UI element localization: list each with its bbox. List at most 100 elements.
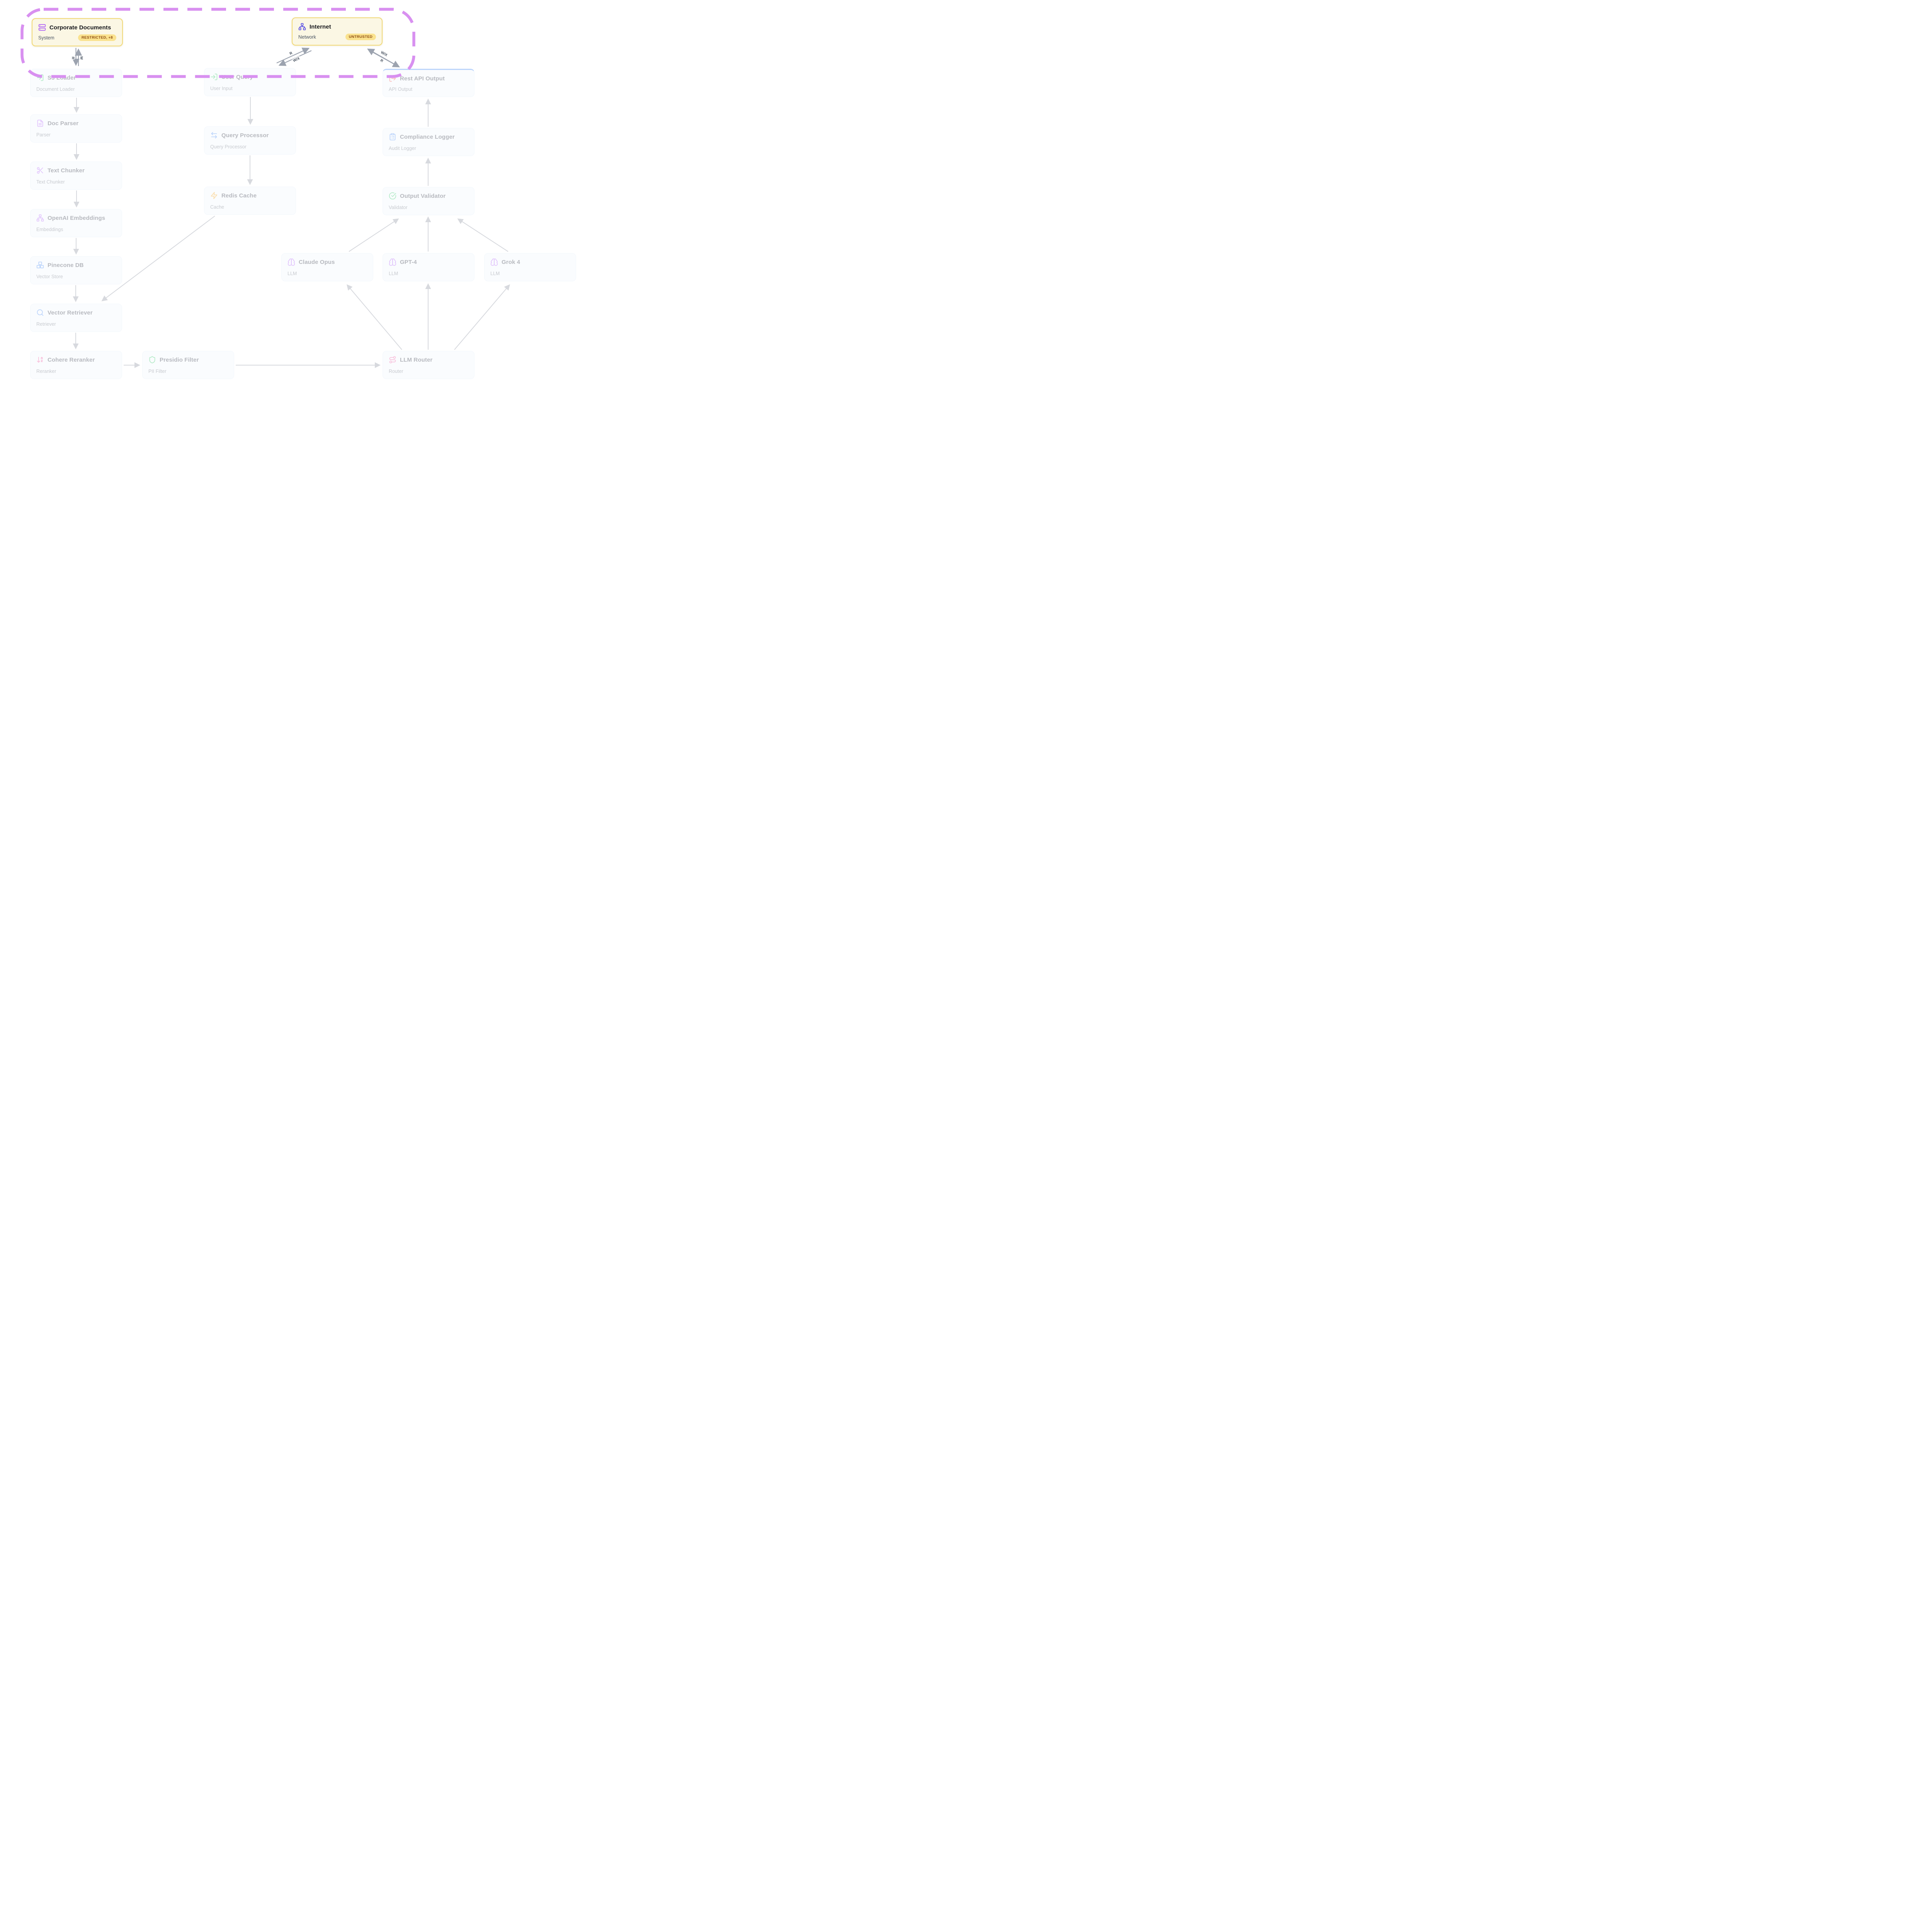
edge-internet-user-wx	[278, 50, 312, 66]
node-user-query[interactable]: User Query User Input	[204, 68, 296, 96]
node-doc-parser[interactable]: Doc Parser Parser	[30, 114, 122, 143]
node-subtitle: Audit Logger	[389, 146, 416, 151]
clipboard-icon	[389, 133, 396, 141]
node-title: Cohere Reranker	[48, 356, 95, 363]
node-subtitle: Document Loader	[36, 87, 75, 92]
brain-icon	[389, 258, 396, 266]
node-subtitle: Parser	[36, 132, 51, 138]
restricted-badge: RESTRICTED, +8	[78, 34, 116, 41]
edge-grok4-to-validator	[457, 218, 509, 252]
edge-label-read: R	[71, 57, 75, 60]
edge-label-write: W	[79, 56, 83, 60]
node-grok-4[interactable]: Grok 4 LLM	[484, 253, 576, 281]
node-subtitle: Cache	[210, 204, 224, 210]
node-cohere-reranker[interactable]: Cohere Reranker Reranker	[30, 351, 122, 379]
boxes-icon	[36, 261, 44, 269]
node-subtitle: PII Filter	[148, 369, 167, 374]
server-icon	[38, 24, 46, 31]
node-subtitle: Validator	[389, 205, 408, 210]
shield-icon	[148, 356, 156, 364]
node-rest-api-output[interactable]: Rest API Output API Output	[383, 69, 474, 97]
search-icon	[36, 309, 44, 316]
sort-descending-icon	[36, 356, 44, 364]
node-title: Presidio Filter	[160, 356, 199, 363]
edge-router-to-claude	[347, 284, 402, 350]
node-title: Query Processor	[221, 132, 269, 139]
route-icon	[389, 356, 396, 364]
node-compliance-logger[interactable]: Compliance Logger Audit Logger	[383, 128, 474, 156]
node-title: Grok 4	[502, 259, 520, 265]
swap-arrows-icon	[210, 131, 218, 139]
scissors-icon	[36, 167, 44, 174]
node-gpt-4[interactable]: GPT-4 LLM	[383, 253, 474, 281]
dimmed-edges	[73, 97, 510, 368]
node-title: Claude Opus	[299, 259, 335, 265]
node-pinecone-db[interactable]: Pinecone DB Vector Store	[30, 256, 122, 284]
edge-internet-user-read	[276, 48, 310, 64]
edge-label-read: R	[379, 58, 384, 63]
node-subtitle: LLM	[389, 271, 398, 276]
import-icon	[210, 73, 218, 81]
node-s3-loader[interactable]: S3 Loader Document Loader	[30, 69, 122, 97]
highlighted-edges: R W R W/X W/X R	[70, 48, 400, 68]
brain-icon	[287, 258, 295, 266]
edge-label-write-exec: W/X	[293, 56, 301, 63]
node-title: Compliance Logger	[400, 133, 455, 140]
node-title: Pinecone DB	[48, 262, 84, 269]
node-vector-retriever[interactable]: Vector Retriever Retriever	[30, 304, 122, 332]
node-subtitle: User Input	[210, 86, 233, 91]
check-circle-icon	[389, 192, 396, 200]
network-icon	[36, 214, 44, 222]
node-title: Redis Cache	[221, 192, 257, 199]
node-title: S3 Loader	[48, 74, 76, 81]
node-subtitle: Text Chunker	[36, 179, 65, 185]
node-subtitle: LLM	[490, 271, 500, 276]
node-title: LLM Router	[400, 356, 433, 363]
node-subtitle: Reranker	[36, 369, 56, 374]
node-claude-opus[interactable]: Claude Opus LLM	[281, 253, 373, 281]
node-redis-cache[interactable]: Redis Cache Cache	[204, 187, 296, 215]
node-subtitle: LLM	[287, 271, 297, 276]
edge-router-to-grok4	[454, 284, 510, 350]
node-title: Rest API Output	[400, 75, 445, 82]
export-icon	[389, 75, 396, 82]
edge-claude-to-validator	[349, 218, 399, 252]
node-subtitle: System	[38, 35, 54, 41]
node-subtitle: Embeddings	[36, 227, 63, 232]
node-title: OpenAI Embeddings	[48, 214, 105, 221]
node-output-validator[interactable]: Output Validator Validator	[383, 187, 474, 215]
node-subtitle: Vector Store	[36, 274, 63, 279]
edge-label-write-exec: W/X	[380, 50, 388, 58]
node-title: User Query	[221, 73, 253, 80]
node-title: Corporate Documents	[49, 24, 111, 31]
edge-label-read: R	[289, 51, 293, 56]
node-internet[interactable]: Internet Network UNTRUSTED	[292, 17, 383, 46]
edge-internet-api-wx	[367, 48, 398, 66]
file-text-icon	[36, 119, 44, 127]
node-corporate-documents[interactable]: Corporate Documents System RESTRICTED, +…	[32, 18, 123, 46]
node-llm-router[interactable]: LLM Router Router	[383, 351, 474, 379]
brain-icon	[490, 258, 498, 266]
node-openai-embeddings[interactable]: OpenAI Embeddings Embeddings	[30, 209, 122, 237]
import-icon	[36, 74, 44, 82]
node-title: Output Validator	[400, 192, 446, 199]
node-subtitle: Query Processor	[210, 144, 247, 150]
node-subtitle: API Output	[389, 87, 413, 92]
node-title: Doc Parser	[48, 120, 79, 127]
node-title: Text Chunker	[48, 167, 85, 174]
node-title: GPT-4	[400, 259, 417, 265]
node-text-chunker[interactable]: Text Chunker Text Chunker	[30, 162, 122, 190]
untrusted-badge: UNTRUSTED	[345, 34, 376, 40]
node-subtitle: Network	[298, 34, 316, 40]
node-presidio-filter[interactable]: Presidio Filter PII Filter	[142, 351, 234, 379]
node-query-processor[interactable]: Query Processor Query Processor	[204, 126, 296, 155]
network-icon	[298, 23, 306, 31]
node-title: Vector Retriever	[48, 309, 93, 316]
node-title: Internet	[310, 23, 331, 30]
pipeline-diagram: S3 Loader Document Loader User Query Use…	[0, 0, 606, 398]
node-subtitle: Router	[389, 369, 403, 374]
node-subtitle: Retriever	[36, 321, 56, 327]
edge-internet-api-read	[369, 50, 400, 68]
zap-icon	[210, 192, 218, 199]
trust-boundary	[20, 8, 415, 78]
